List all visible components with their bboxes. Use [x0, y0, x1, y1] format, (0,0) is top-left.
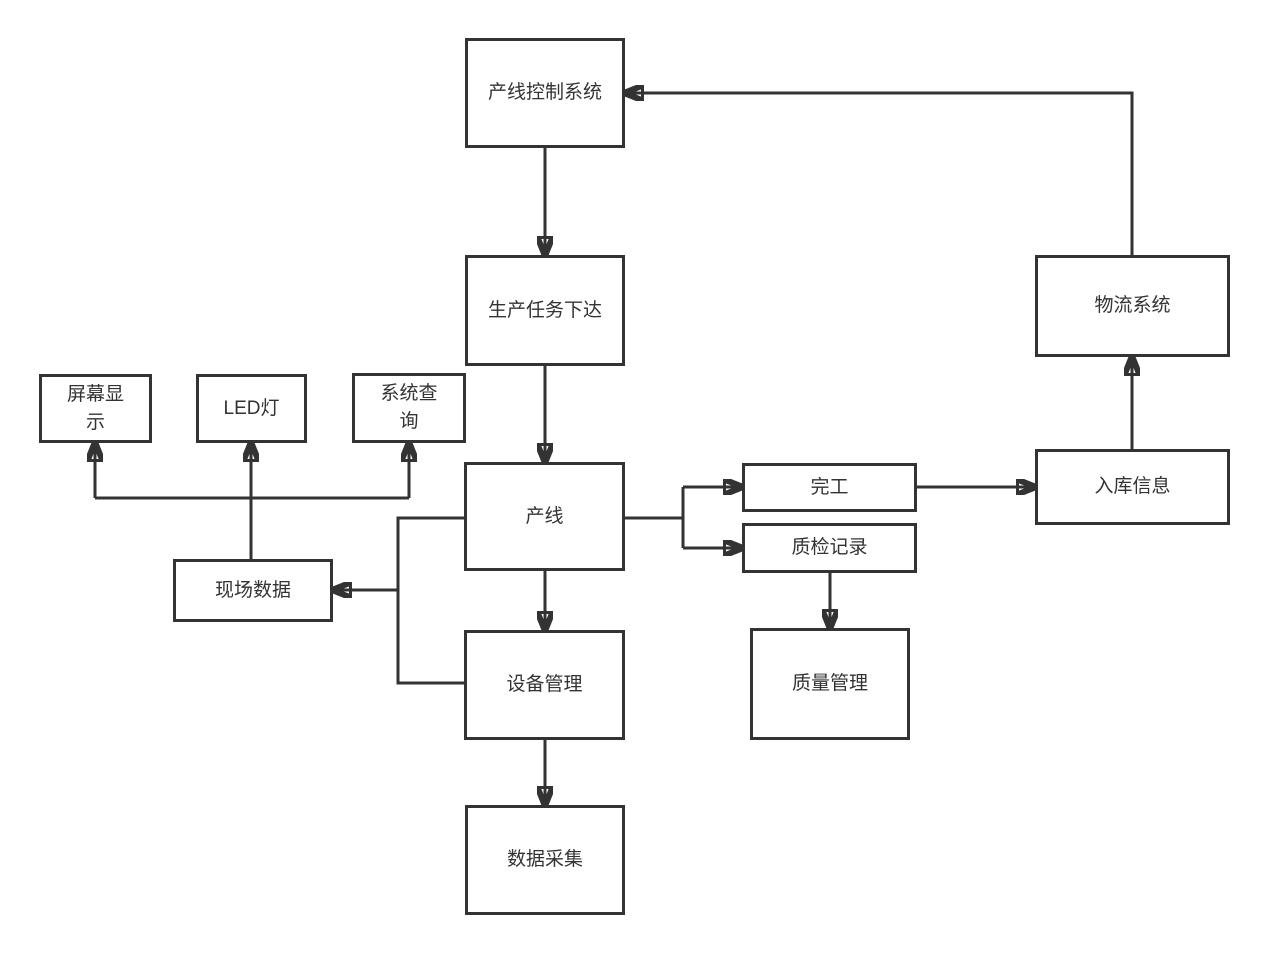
node-system-query-label: 系统查询	[380, 383, 438, 432]
node-field-data: 现场数据	[173, 559, 333, 622]
node-data-collection: 数据采集	[465, 805, 625, 915]
node-warehouse-info-label: 入库信息	[1094, 476, 1171, 498]
node-led-light-label: LED灯	[223, 397, 280, 419]
node-line-control-system-label: 产线控制系统	[487, 82, 602, 104]
node-equipment-management: 设备管理	[464, 630, 625, 740]
node-qc-record: 质检记录	[742, 523, 917, 573]
node-finish-label: 完工	[810, 476, 849, 498]
node-system-query: 系统查询	[352, 373, 466, 443]
node-qc-record-label: 质检记录	[791, 537, 868, 559]
node-production-line-label: 产线	[525, 505, 564, 527]
node-quality-management-label: 质量管理	[791, 673, 868, 695]
node-screen-display-label: 屏幕显示	[66, 383, 124, 433]
node-logistics-system: 物流系统	[1035, 255, 1230, 357]
node-field-data-label: 现场数据	[214, 579, 291, 601]
node-quality-management: 质量管理	[750, 628, 910, 740]
edge-production-line-left-loop	[396, 516, 464, 685]
node-led-light: LED灯	[196, 374, 307, 443]
edge-logistics-to-line-control	[625, 93, 1134, 255]
node-finish: 完工	[742, 463, 917, 512]
node-screen-display: 屏幕显示	[39, 374, 152, 443]
node-warehouse-info: 入库信息	[1035, 449, 1230, 525]
node-production-line: 产线	[464, 462, 625, 571]
node-data-collection-label: 数据采集	[506, 849, 583, 871]
node-logistics-system-label: 物流系统	[1094, 295, 1171, 317]
node-equipment-management-label: 设备管理	[506, 674, 583, 696]
node-line-control-system: 产线控制系统	[465, 38, 625, 148]
node-task-issue-label: 生产任务下达	[487, 299, 602, 321]
node-task-issue: 生产任务下达	[465, 255, 625, 366]
